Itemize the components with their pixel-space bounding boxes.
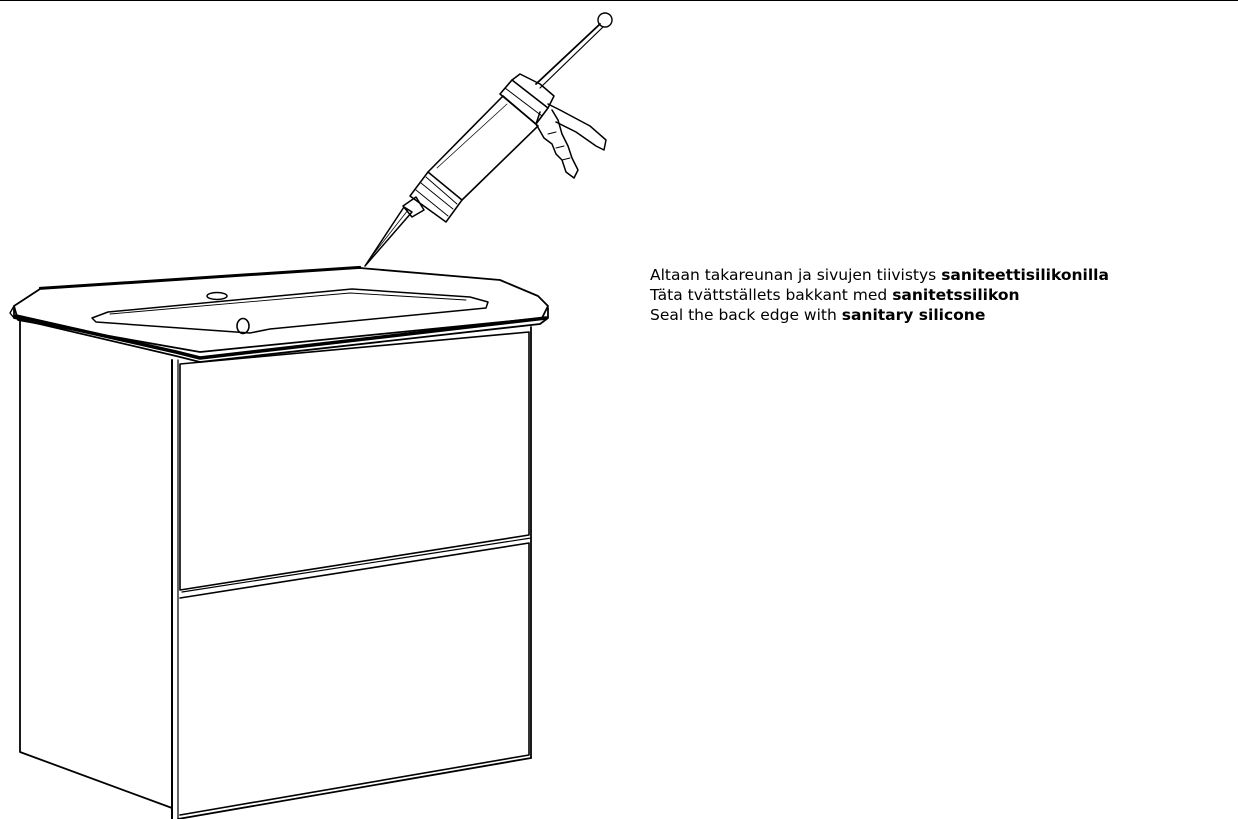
top-rule <box>0 0 1238 1</box>
instruction-english: Seal the back edge with sanitary silicon… <box>650 306 986 324</box>
upper-drawer <box>179 331 532 593</box>
lower-drawer <box>179 542 530 816</box>
instruction-swedish: Täta tvättställets bakkant med sanitetss… <box>650 286 1020 304</box>
washbasin-icon <box>9 265 549 363</box>
instruction-text-block: Altaan takareunan ja sivujen tiivistys s… <box>650 265 1235 325</box>
instruction-finnish: Altaan takareunan ja sivujen tiivistys s… <box>650 266 1109 284</box>
caulking-gun-icon <box>364 12 613 267</box>
vanity-cabinet-icon <box>19 317 532 819</box>
